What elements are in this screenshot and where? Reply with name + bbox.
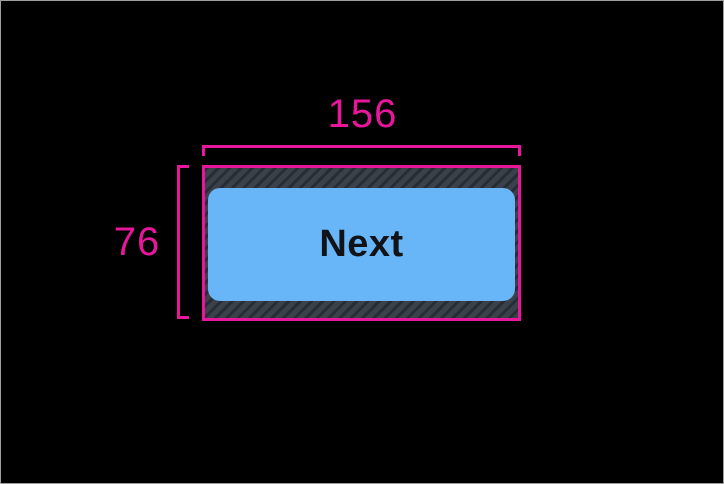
height-measurement-bracket	[177, 165, 189, 319]
height-dimension-label: 76	[113, 220, 161, 264]
width-measurement-bracket	[202, 145, 521, 156]
widget-bounds-overlay: Next	[202, 165, 521, 321]
width-dimension-label: 156	[327, 92, 398, 136]
next-button[interactable]: Next	[208, 188, 515, 301]
